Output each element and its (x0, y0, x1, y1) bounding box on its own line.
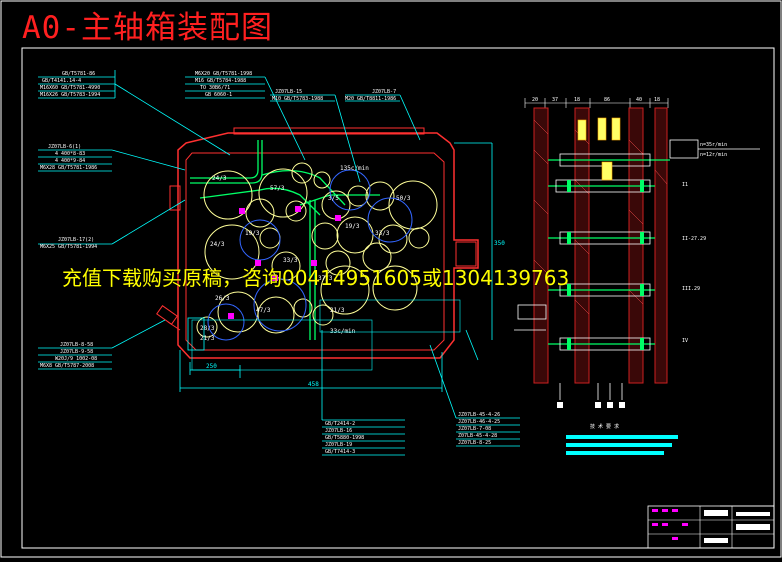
svg-text:26/3: 26/3 (215, 295, 230, 302)
svg-text:II-27.29: II-27.29 (682, 236, 706, 242)
gear-train (196, 162, 438, 338)
svg-text:JZ07LB-8-58: JZ07LB-8-58 (60, 342, 93, 348)
svg-text:M20 GB/T8811-1986: M20 GB/T8811-1986 (345, 96, 396, 102)
svg-text:21/3: 21/3 (200, 335, 215, 342)
svg-text:4 400*8-83: 4 400*8-83 (55, 151, 85, 157)
svg-text:28/3: 28/3 (200, 325, 215, 332)
svg-text:M16 GB/T5784-1988: M16 GB/T5784-1988 (195, 78, 246, 84)
bearing-markers (228, 206, 341, 319)
reference-circles (207, 169, 413, 341)
svg-text:JZ07LB-45-4-26: JZ07LB-45-4-26 (458, 412, 500, 418)
inner-frame (21, 47, 775, 549)
svg-text:W20J/9 1002-08: W20J/9 1002-08 (55, 356, 97, 362)
oil-cup (156, 305, 181, 331)
callout-tables: GB/T5781-86 GB/T4141.14-4 M16X60 GB/T578… (38, 70, 520, 456)
svg-text:24/3: 24/3 (212, 175, 227, 182)
housing-outline (177, 132, 479, 359)
svg-text:37/3: 37/3 (318, 275, 333, 282)
shafts (548, 159, 670, 345)
svg-text:250: 250 (206, 363, 217, 370)
watermark-text: 充值下载购买原稿，咨询00414951605或1304139763 (62, 266, 570, 290)
svg-text:GB/T7414-3: GB/T7414-3 (325, 449, 355, 455)
svg-text:33c/min: 33c/min (330, 328, 356, 335)
svg-text:JZ07LB-19: JZ07LB-19 (325, 442, 352, 448)
svg-text:47/3: 47/3 (256, 307, 271, 314)
svg-text:n=12r/min: n=12r/min (700, 152, 727, 158)
svg-text:37: 37 (552, 97, 558, 103)
svg-text:M6X20 GB/T5781-1998: M6X20 GB/T5781-1998 (195, 71, 252, 77)
svg-text:21/3: 21/3 (330, 307, 345, 314)
svg-text:JZ07LB-16: JZ07LB-16 (325, 428, 352, 434)
svg-text:M6X25 GB/T5781-1994: M6X25 GB/T5781-1994 (40, 244, 97, 250)
svg-text:19/3: 19/3 (345, 223, 360, 230)
svg-text:JZ07LB-17(2): JZ07LB-17(2) (58, 237, 94, 243)
svg-text:M6X8 GB/T5787-2008: M6X8 GB/T5787-2008 (40, 363, 94, 369)
svg-text:57/3: 57/3 (270, 185, 285, 192)
front-view: 24/3 57/3 24/3 19/3 33/3 26/3 28/3 21/3 47/3… (156, 127, 505, 392)
svg-text:19/3: 19/3 (245, 230, 260, 237)
svg-text:GB 6060-1: GB 6060-1 (205, 92, 232, 98)
svg-text:M10 GB/T5783-1988: M10 GB/T5783-1988 (272, 96, 323, 102)
housing-inner (185, 152, 445, 351)
svg-text:20: 20 (532, 97, 538, 103)
svg-text:技 术 要 求: 技 术 要 求 (590, 423, 619, 430)
svg-text:4 400*9-84: 4 400*9-84 (55, 158, 85, 164)
svg-text:24/3: 24/3 (210, 241, 225, 248)
svg-text:GB/T5781-86: GB/T5781-86 (62, 71, 95, 77)
svg-text:33/3: 33/3 (283, 257, 298, 264)
svg-text:3/5: 3/5 (328, 195, 339, 202)
svg-text:18: 18 (654, 97, 660, 103)
svg-text:18: 18 (574, 97, 580, 103)
svg-text:GB/T2414-2: GB/T2414-2 (325, 421, 355, 427)
svg-text:JZ07LB-6(1): JZ07LB-6(1) (48, 144, 81, 150)
svg-text:JZ07LB-7: JZ07LB-7 (372, 89, 396, 95)
svg-text:IV: IV (682, 338, 688, 344)
svg-text:M16X60 GB/T5781-4990: M16X60 GB/T5781-4990 (40, 85, 100, 91)
svg-text:40: 40 (636, 97, 642, 103)
svg-text:n=35r/min: n=35r/min (700, 142, 727, 148)
svg-text:135c/min: 135c/min (340, 165, 369, 172)
svg-text:JZ07LB-9-58: JZ07LB-9-58 (60, 349, 93, 355)
svg-text:JZ07LB-8-25: JZ07LB-8-25 (458, 440, 491, 446)
svg-text:I1: I1 (682, 182, 688, 188)
svg-text:JZ07LB-46-4-25: JZ07LB-46-4-25 (458, 419, 500, 425)
svg-text:GB/T5880-1998: GB/T5880-1998 (325, 435, 364, 441)
svg-text:JZ07LB-7-08: JZ07LB-7-08 (458, 426, 491, 432)
gear-labels: 24/3 57/3 24/3 19/3 33/3 26/3 28/3 21/3 47/3… (200, 165, 411, 342)
svg-text:GB/T4141.14-4: GB/T4141.14-4 (42, 78, 81, 84)
drawing-title: A0-主轴箱装配图 (22, 10, 273, 46)
svg-text:TO 30B6/71: TO 30B6/71 (200, 85, 230, 91)
svg-text:50/3: 50/3 (396, 195, 411, 202)
svg-text:M6X28 GB/T5781-1986: M6X28 GB/T5781-1986 (40, 165, 97, 171)
svg-text:JZ07LB-15: JZ07LB-15 (275, 89, 302, 95)
svg-text:86: 86 (604, 97, 610, 103)
technical-requirements (566, 435, 678, 455)
svg-text:33/3: 33/3 (375, 230, 390, 237)
svg-text:III.29: III.29 (682, 286, 700, 292)
svg-text:350: 350 (494, 240, 505, 247)
title-block (647, 505, 775, 549)
svg-text:458: 458 (308, 381, 319, 388)
dimension-values: 250 458 350 (206, 240, 505, 388)
section-view: 20 37 18 86 40 18 (514, 97, 760, 455)
svg-text:M16X26 GB/T5783-1994: M16X26 GB/T5783-1994 (40, 92, 100, 98)
svg-text:Z07LB-45-4-28: Z07LB-45-4-28 (458, 433, 497, 439)
